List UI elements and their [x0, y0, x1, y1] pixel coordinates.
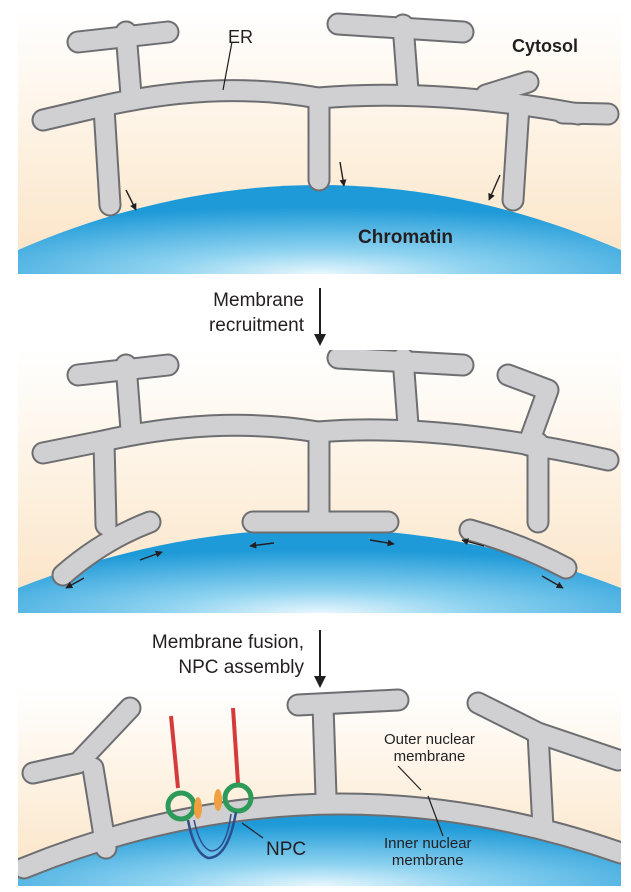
panel-membrane-recruitment	[18, 350, 621, 613]
panel-er-approach: ER Cytosol Chromatin	[18, 10, 621, 274]
outer-label-line-1: Outer nuclear	[384, 731, 475, 748]
chromatin-surface	[18, 529, 621, 613]
er-leader-line	[222, 41, 233, 91]
er-label: ER	[228, 27, 254, 47]
outer-membrane-leader	[397, 765, 422, 791]
outer-nuclear-membrane-label: Outer nuclear membrane	[384, 731, 475, 765]
step-1-line-2: recruitment	[208, 315, 304, 337]
npc-leader	[241, 822, 264, 839]
panel-2-illustration	[18, 350, 621, 613]
step-2-line-1: Membrane fusion,	[151, 632, 304, 653]
chromatin-surface	[18, 185, 621, 274]
step-membrane-fusion-npc-assembly: Membrane fusion, NPC assembly	[152, 630, 304, 680]
step-1-arrow-icon	[314, 288, 326, 346]
step-2-line-2: NPC assembly	[178, 657, 304, 679]
nuclear-envelope	[18, 688, 621, 880]
er-network	[31, 12, 620, 217]
panel-1-illustration	[18, 10, 621, 274]
inner-label-line-1: Inner nuclear	[384, 835, 472, 852]
er-attachment-arrows	[125, 161, 501, 211]
step-membrane-recruitment: Membrane recruitment	[209, 288, 304, 338]
npc-complex	[165, 707, 254, 860]
step-2-arrow-icon	[314, 630, 326, 688]
inner-nuclear-membrane-label: Inner nuclear membrane	[384, 835, 472, 869]
npc-subunit-right	[214, 789, 222, 811]
outer-label-line-2: membrane	[393, 747, 466, 765]
cytosol-label: Cytosol	[512, 36, 579, 56]
er-network-spreading	[31, 350, 620, 587]
npc-ring-right	[222, 782, 254, 814]
npc-subunit-left	[194, 797, 202, 819]
panel-3-illustration	[18, 688, 621, 886]
chromatin-label: Chromatin	[358, 227, 453, 248]
npc-ring-left	[165, 790, 197, 822]
spreading-arrows	[65, 538, 564, 589]
npc-filament-right	[231, 707, 240, 784]
panel-nuclear-envelope-formed: Outer nuclear membrane Inner nuclear mem…	[18, 688, 621, 886]
npc-filament-left	[169, 715, 180, 789]
npc-label: NPC	[266, 839, 307, 860]
step-1-line-1: Membrane	[213, 290, 304, 311]
inner-membrane-leader	[427, 795, 444, 837]
inner-label-line-2: membrane	[391, 851, 464, 869]
npc-basket	[186, 811, 238, 860]
